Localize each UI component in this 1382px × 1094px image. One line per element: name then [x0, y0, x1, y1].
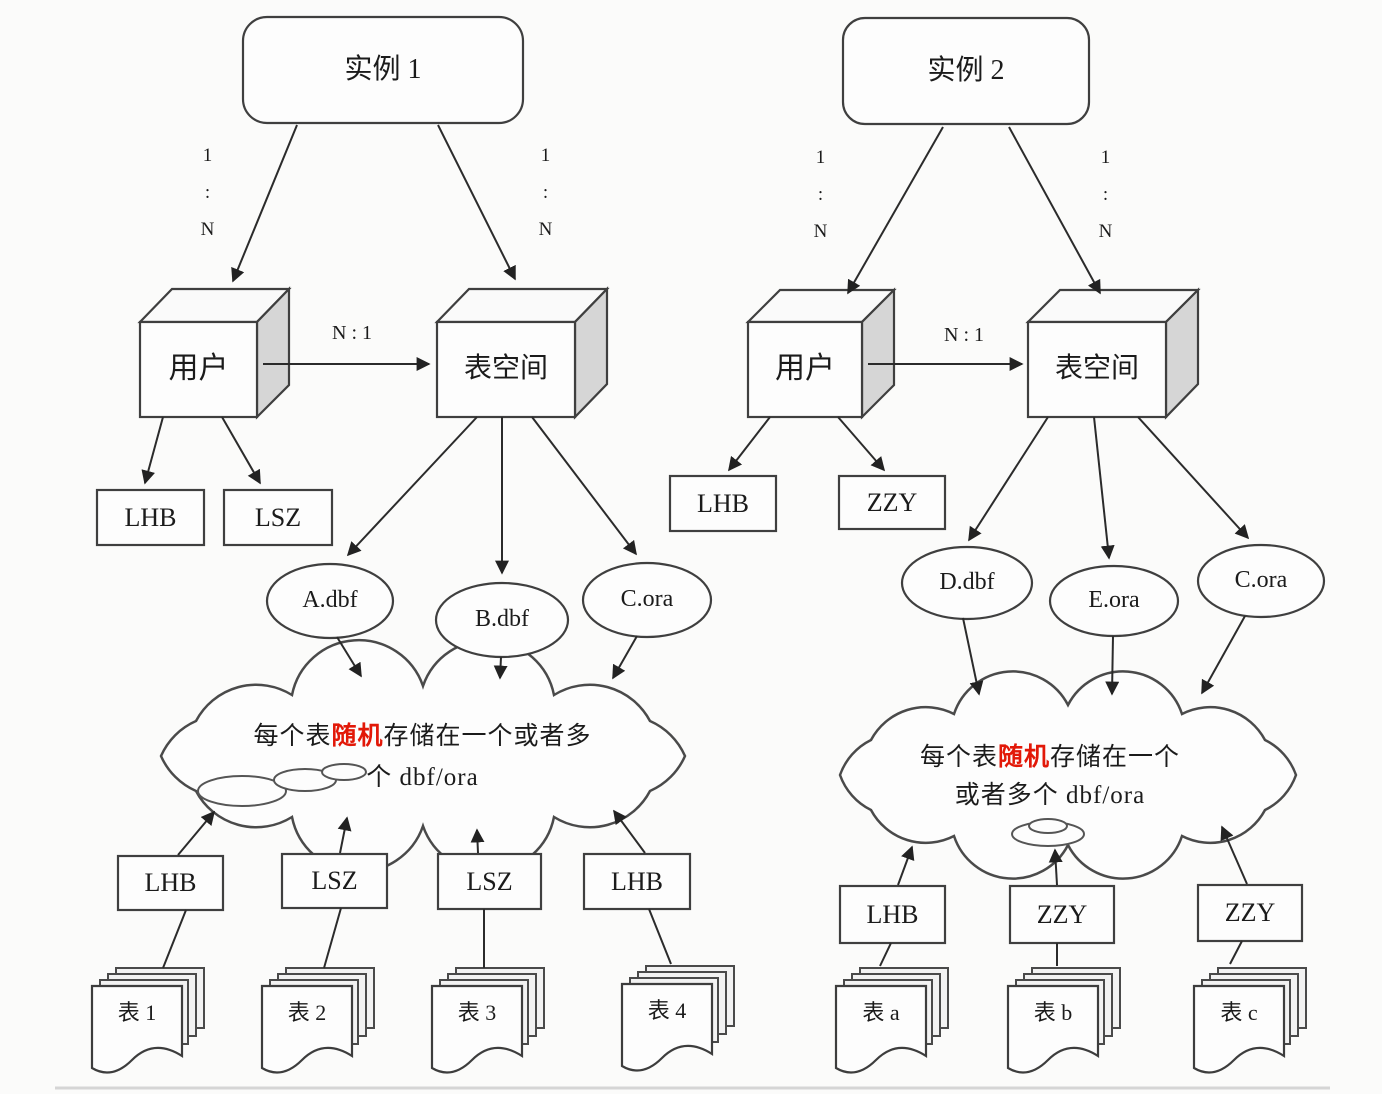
user-cube-right	[745, 287, 897, 420]
cloud-right-text-line2: 或者多个 dbf/ora	[954, 781, 1146, 809]
tablespace-cube-left-label: 表空间	[463, 353, 548, 385]
instance2-box	[841, 16, 1091, 126]
tablespace-cube-right	[1025, 287, 1201, 420]
table-owner-label: ZZY	[1036, 899, 1088, 929]
datafile-label: A.dbf	[302, 587, 358, 614]
cloud-right-text-line1: 每个表随机存储在一个	[850, 740, 1250, 776]
table-doc-label: 表 1	[117, 1000, 157, 1026]
cardinality-1n-inst2-left: 1 : N	[813, 146, 829, 242]
datafile-label: C.ora	[1234, 567, 1288, 594]
user-rects	[95, 474, 1304, 945]
user-schema-label: LSZ	[254, 502, 302, 532]
cloud-left-text-line2: 个 dbf/ora	[366, 763, 479, 791]
instance1-title: 实例 1	[344, 53, 422, 85]
cloud-bubbles-right	[1011, 818, 1085, 847]
table-owner-label: LSZ	[311, 866, 358, 896]
tablespace-cube-left	[434, 286, 610, 420]
datafile-label: B.dbf	[475, 606, 529, 633]
user-schema-label: ZZY	[866, 487, 918, 517]
datafile-label: C.ora	[620, 586, 674, 613]
table-doc-label: 表 c	[1220, 1000, 1258, 1026]
cardinality-n1-right: N : 1	[944, 323, 984, 346]
user-schema-label: LHB	[124, 502, 177, 532]
table-owner-label: ZZY	[1224, 898, 1276, 928]
table-owner-label: LHB	[611, 866, 663, 896]
cardinality-n1-left: N : 1	[332, 321, 372, 344]
cardinality-1n-inst1-left: 1 : N	[200, 144, 216, 240]
table-doc-label: 表 2	[287, 1000, 327, 1026]
user-cube-left-label: 用户	[168, 352, 229, 386]
edges-instance2	[728, 126, 1250, 967]
cloud-text-post: 存储在一个	[1050, 743, 1181, 771]
table-owner-label: LHB	[866, 899, 919, 929]
table-doc-label: 表 3	[457, 1000, 497, 1026]
table-owner-label: LSZ	[466, 866, 513, 896]
cardinality-1n-inst1-right: 1 : N	[538, 144, 554, 240]
cloud-text-highlight: 随机	[331, 722, 384, 750]
datafile-ellipses	[265, 543, 1326, 659]
table-doc-label: 表 b	[1033, 1000, 1073, 1026]
cloud-bubbles-left	[197, 763, 367, 807]
table-owner-label: LHB	[144, 868, 197, 898]
storage-cloud-left	[159, 638, 687, 874]
instance2-title: 实例 2	[927, 54, 1005, 86]
table-doc-label: 表 4	[647, 998, 687, 1024]
edges-instance1	[141, 124, 672, 969]
cloud-text-highlight: 随机	[997, 743, 1050, 771]
cloud-text-post: 存储在一个或者多	[383, 722, 592, 750]
cardinality-1n-inst2-right: 1 : N	[1098, 146, 1114, 242]
user-schema-label: LHB	[697, 488, 749, 518]
datafile-label: E.ora	[1088, 587, 1140, 614]
user-cube-right-label: 用户	[775, 352, 835, 386]
tablespace-cube-right-label: 表空间	[1054, 353, 1139, 385]
cloud-text-pre: 每个表	[919, 743, 998, 771]
storage-cloud-right	[838, 670, 1298, 880]
instance1-box	[241, 15, 525, 125]
cloud-left-text-line1: 每个表随机存储在一个或者多	[195, 719, 650, 755]
table-doc-label: 表 a	[862, 1000, 900, 1026]
datafile-label: D.dbf	[939, 569, 995, 596]
cloud-text-pre: 每个表	[253, 722, 332, 750]
user-cube-left	[137, 286, 292, 420]
